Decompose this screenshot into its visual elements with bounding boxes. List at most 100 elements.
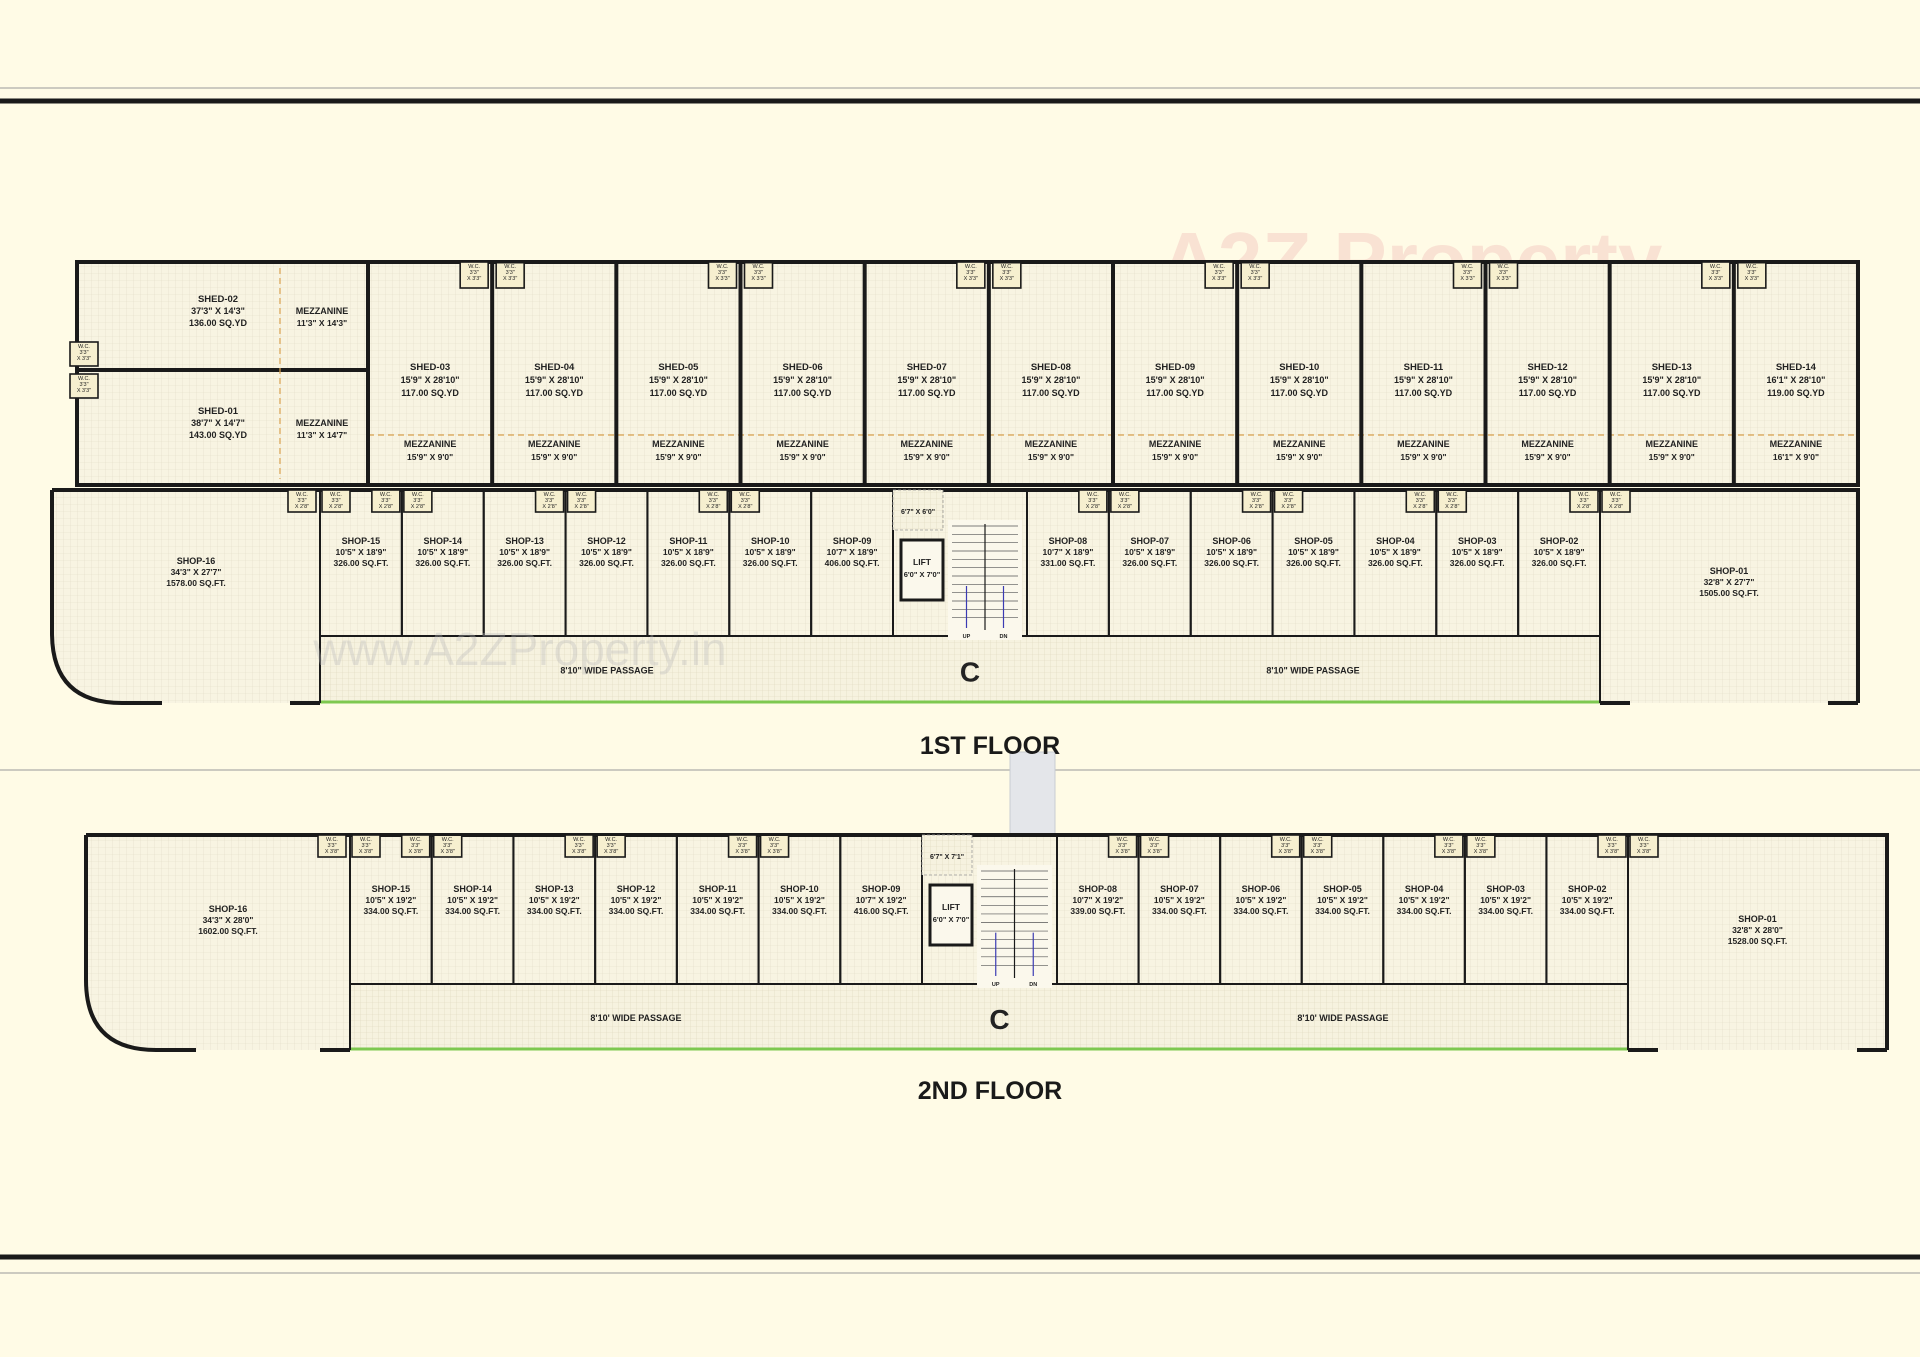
f1-r4b-wc-w: 3'3"	[1448, 498, 1457, 504]
shed-0-b-wc-l: X 3'3"	[503, 276, 517, 282]
f1-r0b-wc-label: W.C.	[1119, 492, 1131, 498]
f1-shop-01-area: 1505.00 SQ.FT.	[1699, 588, 1759, 598]
shed-09-mezz: MEZZANINE	[1149, 439, 1202, 449]
page-border	[0, 87, 1920, 1274]
f2-shop-03-area: 334.00 SQ.FT.	[1478, 906, 1533, 916]
f2-r2b-wc-l: X 3'8"	[1311, 849, 1325, 855]
shed-04-size: 15'9" X 28'10"	[525, 375, 584, 385]
f2-r0-wc	[1107, 834, 1138, 858]
f2-r0b-wc-w: 3'3"	[1150, 843, 1159, 849]
shed-8-b-wc-l: X 3'3"	[1496, 276, 1510, 282]
f2-shop-11-size: 10'5" X 19'2"	[692, 895, 743, 905]
shed-09-area: 117.00 SQ.YD	[1146, 388, 1204, 398]
shed-07-size: 15'9" X 28'10"	[897, 375, 956, 385]
f1-shop-03-size: 10'5" X 18'9"	[1452, 547, 1503, 557]
f1-l4-wc-label: W.C.	[707, 492, 719, 498]
f1-shop-09-area: 406.00 SQ.FT.	[825, 558, 880, 568]
shed-0-b-wc-label: W.C.	[504, 264, 516, 270]
f2-r2b-wc-w: 3'3"	[1313, 843, 1322, 849]
f1-r6-wc-w: 3'3"	[1579, 498, 1588, 504]
f2-lift-size: 6'0" X 7'0"	[933, 915, 970, 924]
f2-shop-14-size: 10'5" X 19'2"	[447, 895, 498, 905]
f2-l4-wc-label: W.C.	[737, 837, 749, 843]
shed-09-mezz-size: 15'9" X 9'0"	[1152, 452, 1198, 462]
f1-shop-03-area: 326.00 SQ.FT.	[1450, 558, 1505, 568]
f2-r6b-wc-label: W.C.	[1638, 837, 1650, 843]
f1-shop-11-name: SHOP-11	[669, 536, 707, 546]
f2-shop-02-name: SHOP-02	[1568, 884, 1607, 894]
f1-shop-05-size: 10'5" X 18'9"	[1288, 547, 1339, 557]
f1-lift-size: 6'0" X 7'0"	[904, 570, 941, 579]
f2-lift-name: LIFT	[942, 902, 961, 912]
shed-4-a-wc-l: X 3'3"	[964, 276, 978, 282]
f2-l2b-wc-w: 3'3"	[607, 843, 616, 849]
f1-shop-05-name: SHOP-05	[1294, 536, 1333, 546]
shed-12-size: 15'9" X 28'10"	[1518, 375, 1577, 385]
shed-10-a-wc-w: 3'3"	[1711, 270, 1720, 276]
f1-l-start-wc-w: 3'3"	[297, 498, 306, 504]
f1-r4-wc-l: X 2'8"	[1413, 504, 1427, 510]
shed-2-a-wc-label: W.C.	[717, 264, 729, 270]
f2-shop-13-size: 10'5" X 19'2"	[529, 895, 580, 905]
f1-l4b-wc-label: W.C.	[739, 492, 751, 498]
f2-shop-01-area: 1528.00 SQ.FT.	[1728, 936, 1788, 946]
shed-0-b-wc-w: 3'3"	[506, 270, 515, 276]
f1-shop-01-name: SHOP-01	[1710, 566, 1749, 576]
f2-shop-06-name: SHOP-06	[1242, 884, 1281, 894]
f1-shop-06-size: 10'5" X 18'9"	[1206, 547, 1257, 557]
f2-l-start-wc-l: X 3'8"	[325, 849, 339, 855]
f2-l4b-wc-label: W.C.	[769, 837, 781, 843]
f2-shop-08-size: 10'7" X 19'2"	[1072, 895, 1123, 905]
f1-l0b-wc-l: X 2'8"	[411, 504, 425, 510]
shed-10-mezz: MEZZANINE	[1273, 439, 1326, 449]
f2-r6-wc-l: X 3'8"	[1605, 849, 1619, 855]
shed-11-mezz: MEZZANINE	[1397, 439, 1450, 449]
f2-shop-07-name: SHOP-07	[1160, 884, 1199, 894]
shed-13-size: 15'9" X 28'10"	[1642, 375, 1701, 385]
shed-10-b-wc-w: 3'3"	[1747, 270, 1756, 276]
f2-shop-11-area: 334.00 SQ.FT.	[690, 906, 745, 916]
shed-06-size: 15'9" X 28'10"	[773, 375, 832, 385]
f2-l2-wc-l: X 3'8"	[572, 849, 586, 855]
shed-04-mezz-size: 15'9" X 9'0"	[531, 452, 577, 462]
f1-l2b-wc-label: W.C.	[576, 492, 588, 498]
shed-03-size: 15'9" X 28'10"	[401, 375, 460, 385]
shed-12-mezz: MEZZANINE	[1521, 439, 1574, 449]
f2-r6b-wc-w: 3'3"	[1639, 843, 1648, 849]
shed-12-mezz-size: 15'9" X 9'0"	[1525, 452, 1571, 462]
f1-r2-wc-l: X 2'8"	[1249, 504, 1263, 510]
shed-8-b-wc-label: W.C.	[1498, 264, 1510, 270]
f2-shop-13-name: SHOP-13	[535, 884, 574, 894]
f1-r2b-wc-label: W.C.	[1283, 492, 1295, 498]
f2-r0b-wc-l: X 3'8"	[1147, 849, 1161, 855]
f2-r2-wc	[1270, 834, 1301, 858]
f2-r0-wc-l: X 3'8"	[1115, 849, 1129, 855]
f2-l4-wc-w: 3'3"	[738, 843, 747, 849]
f2-shop-07-area: 334.00 SQ.FT.	[1152, 906, 1207, 916]
f1-l2b-wc-l: X 2'8"	[574, 504, 588, 510]
shed-left-b-wc	[69, 373, 99, 399]
shed-13-mezz: MEZZANINE	[1646, 439, 1699, 449]
f1-shop-08-size: 10'7" X 18'9"	[1042, 547, 1093, 557]
f1-l0-wc-label: W.C.	[380, 492, 392, 498]
f1-stair-dn: DN	[1000, 634, 1008, 640]
shed-06-mezz: MEZZANINE	[776, 439, 829, 449]
f2-r6-wc-label: W.C.	[1606, 837, 1618, 843]
f1-shop-10-area: 326.00 SQ.FT.	[743, 558, 798, 568]
f1-r6-wc-label: W.C.	[1578, 492, 1590, 498]
shed-11-name: SHED-11	[1404, 362, 1444, 373]
shed-8-a-wc-w: 3'3"	[1463, 270, 1472, 276]
f2-shop-09-area: 416.00 SQ.FT.	[854, 906, 909, 916]
f1-l-start-b-wc-l: X 2'8"	[329, 504, 343, 510]
f2-shop-14-area: 334.00 SQ.FT.	[445, 906, 500, 916]
f2-l0-wc	[400, 834, 431, 858]
f2-shop-10-area: 334.00 SQ.FT.	[772, 906, 827, 916]
f2-shop-10-name: SHOP-10	[780, 884, 819, 894]
f1-shop-15-area: 326.00 SQ.FT.	[334, 558, 389, 568]
f1-shop-04-area: 326.00 SQ.FT.	[1368, 558, 1423, 568]
f2-shop-12-area: 334.00 SQ.FT.	[609, 906, 664, 916]
f1-l2-wc-label: W.C.	[544, 492, 556, 498]
f2-l-start-b-wc-w: 3'3"	[361, 843, 370, 849]
f1-shop-12-size: 10'5" X 18'9"	[581, 547, 632, 557]
